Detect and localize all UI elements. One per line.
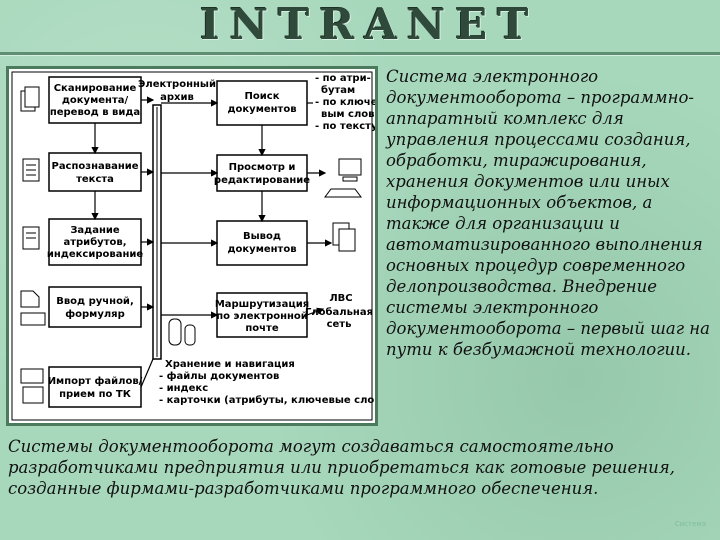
diagram-canvas: Сканирование документа/ перевод в вида Р… (11, 71, 375, 421)
box-manual (48, 286, 142, 328)
box-routing-line-3: почте (245, 323, 278, 334)
connector-lines (91, 96, 333, 388)
box-recognize-line-1: Распознавание (51, 161, 138, 172)
box-attrs (48, 218, 142, 266)
edms-diagram: Сканирование документа/ перевод в вида Р… (6, 66, 378, 426)
box-search (216, 80, 308, 126)
network-line-1: ЛВС (329, 293, 352, 304)
network-line-3: сеть (327, 319, 352, 330)
storage-line-2: - файлы документов (159, 370, 279, 382)
box-scan-line-2: документа/ (62, 95, 129, 106)
search-by-3: - по ключе- (315, 97, 375, 108)
document-icon (22, 226, 40, 250)
corner-label: Система (674, 520, 706, 528)
summary-text: Системы документооборота могут создавать… (8, 437, 675, 498)
archive-label-line-2: архив (160, 92, 194, 103)
box-manual-line-2: формуляр (65, 308, 125, 320)
definition-text: Система электронного документооборота – … (386, 67, 710, 359)
document-icon (22, 158, 40, 182)
box-routing-line-1: Маршрутизация (215, 299, 309, 310)
search-by-4: вым словам (321, 109, 375, 120)
box-routing (216, 292, 308, 338)
box-output-line-2: документов (227, 244, 296, 255)
banner-title: INTRANET (200, 0, 539, 49)
box-recognize-line-2: текста (76, 174, 114, 185)
storage-line-1: Хранение и навигация (165, 359, 295, 370)
box-search-line-1: Поиск (245, 91, 280, 102)
storage-line-3: - индекс (159, 383, 208, 394)
box-scan-line-1: Сканирование (54, 83, 137, 94)
keyboard-icon (20, 290, 46, 326)
box-view-line-1: Просмотр и (229, 162, 296, 173)
archive-storage-icon (168, 318, 196, 346)
box-search-line-2: документов (227, 104, 296, 115)
box-output (216, 220, 308, 266)
document-stack-icon (20, 86, 40, 112)
box-output-line-1: Вывод (243, 231, 281, 242)
archive-label-line-1: Электронный (138, 79, 216, 90)
box-attrs-line-3: индексирование (47, 249, 144, 260)
box-recognize (48, 152, 142, 192)
box-scan-line-3: перевод в вида (50, 107, 140, 118)
box-attrs-line-2: атрибутов, (63, 236, 126, 248)
box-manual-line-1: Ввод ручной, (56, 296, 134, 307)
disk-icon (20, 368, 44, 404)
monitor-icon (324, 158, 362, 198)
box-attrs-line-1: Задание (70, 225, 120, 236)
search-by-1: - по атри- (315, 73, 371, 84)
search-by-2: бутам (321, 84, 355, 96)
box-import-line-2: прием по ТК (59, 389, 132, 400)
storage-line-4: - карточки (атрибуты, ключевые слова) (159, 394, 375, 406)
printer-output-icon (332, 222, 356, 252)
box-view-line-2: редактирование (214, 175, 310, 186)
box-routing-line-2: по электронной (216, 311, 308, 322)
header-divider (0, 52, 720, 55)
box-import (48, 366, 142, 408)
search-by-5: - по тексту (315, 121, 375, 132)
box-import-line-1: Импорт файлов/ (48, 375, 143, 387)
